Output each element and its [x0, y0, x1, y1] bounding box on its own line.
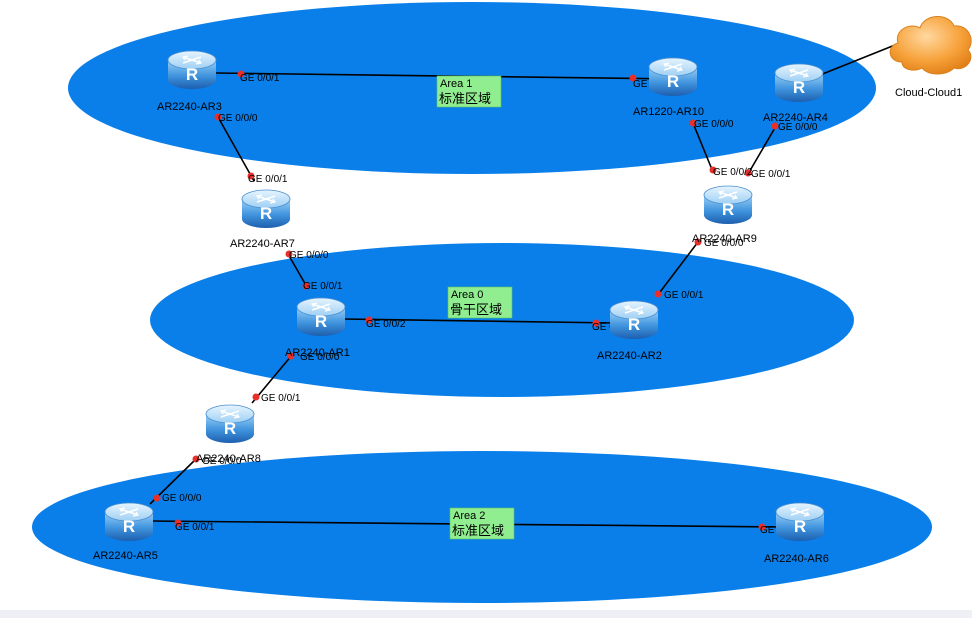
router-icon [775, 502, 825, 542]
area-subtitle: 骨干区域 [450, 302, 502, 317]
device-label: AR2240-AR5 [93, 550, 158, 562]
router-ar2[interactable]: AR2240-AR2 [597, 300, 662, 362]
port-dot [237, 70, 245, 78]
port-label: GE 0/0/1 [664, 290, 704, 301]
device-label: AR2240-AR9 [692, 233, 757, 245]
canvas-bottom-edge [0, 610, 972, 618]
port-label: GE 0/0/1 [261, 393, 301, 404]
router-ar3[interactable]: AR2240-AR3 [157, 50, 222, 113]
port-dot [302, 282, 310, 290]
router-icon [703, 185, 753, 225]
device-label: Cloud-Cloud1 [895, 87, 962, 99]
port-dot [694, 238, 702, 246]
area0-label: Area 0 骨干区域 [447, 286, 513, 319]
device-label: AR2240-AR2 [597, 350, 662, 362]
port-dot [744, 169, 752, 177]
device-label: AR2240-AR3 [157, 101, 222, 113]
router-ar7[interactable]: AR2240-AR7 [230, 189, 295, 250]
device-label: AR1220-AR10 [633, 106, 704, 118]
link-ar4-ar9[interactable] [747, 125, 777, 175]
port-dot [709, 166, 717, 174]
router-icon [241, 189, 291, 229]
port-dot [592, 319, 600, 327]
port-dots [153, 70, 779, 531]
port-dot [252, 393, 260, 401]
port-dot [654, 290, 662, 298]
router-ar9[interactable]: AR2240-AR9 [692, 185, 757, 245]
router-icon [167, 50, 217, 90]
cloud-icon [889, 16, 972, 75]
area-labels: Area 1 标准区域 Area 0 骨干区域 Area 2 标准区域 [436, 75, 515, 540]
port-label: GE 0/0/2 [713, 167, 753, 178]
router-icon [104, 502, 154, 542]
link-ar9-ar2[interactable] [656, 241, 699, 297]
port-dot [365, 316, 373, 324]
router-icon [774, 63, 824, 103]
port-dot [285, 250, 293, 258]
port-label: GE 0/0/0 [218, 113, 258, 124]
device-label: AR2240-AR1 [285, 347, 350, 359]
device-label: AR2240-AR8 [196, 453, 261, 465]
cloud-cloud1[interactable]: Cloud-Cloud1 [889, 16, 972, 99]
area-subtitle: 标准区域 [452, 523, 504, 538]
port-dot [174, 519, 182, 527]
router-icon [648, 57, 698, 97]
port-dot [153, 494, 161, 502]
port-label: GE 0/0/1 [240, 73, 280, 84]
port-label: GE 0/0/0 [202, 456, 242, 467]
area0-ellipse [150, 243, 854, 397]
port-label: GE 0/0/0 [289, 250, 329, 261]
device-label: AR2240-AR4 [763, 112, 828, 124]
router-ar10[interactable]: AR1220-AR10 [633, 57, 704, 118]
port-dot [758, 523, 766, 531]
link-ar4-cloud1[interactable] [819, 42, 901, 76]
device-label: AR2240-AR7 [230, 238, 295, 250]
area-title: Area 1 [440, 78, 472, 90]
port-dot [629, 74, 637, 82]
link-ar1-ar2[interactable] [342, 318, 618, 324]
link-ar10-ar9[interactable] [692, 122, 714, 173]
port-label: GE 0/0/1 [175, 522, 215, 533]
link-ar7-ar1[interactable] [287, 253, 308, 288]
port-dot [247, 172, 255, 180]
port-label: GE 0/0/0 [300, 352, 340, 363]
port-dot [689, 119, 697, 127]
area1-label: Area 1 标准区域 [436, 75, 502, 108]
port-label: GE 0/0/1 [303, 281, 343, 292]
router-icon [296, 297, 346, 337]
area2-label: Area 2 标准区域 [449, 507, 515, 540]
area-subtitle: 标准区域 [439, 91, 491, 106]
router-ar1[interactable]: AR2240-AR1 [285, 297, 350, 359]
port-label: GE 0/0/1 [248, 174, 288, 185]
port-label: GE 0/0/0 [704, 238, 744, 249]
area-title: Area 2 [453, 510, 485, 522]
port-dot [771, 122, 779, 130]
port-label: GE 0/0/1 [751, 169, 791, 180]
port-dot [214, 113, 222, 121]
device-label: AR2240-AR6 [764, 553, 829, 565]
port-dot [192, 455, 200, 463]
port-dot [287, 352, 295, 360]
router-ar5[interactable]: AR2240-AR5 [93, 502, 158, 562]
port-label: GE 0/0/0 [694, 119, 734, 130]
router-ar8[interactable]: AR2240-AR8 [196, 404, 261, 465]
router-icon [609, 300, 659, 340]
ospf-areas [32, 2, 932, 603]
router-ar6[interactable]: AR2240-AR6 [764, 502, 829, 565]
port-label: GE 0/0/2 [366, 319, 406, 330]
router-icon [205, 404, 255, 444]
devices: AR2240-AR3 AR1220-AR10 AR2240-AR4 AR2240… [93, 16, 972, 565]
port-label: GE 0/0/0 [162, 493, 202, 504]
router-ar4[interactable]: AR2240-AR4 [763, 63, 828, 124]
link-ar3-ar7[interactable] [217, 116, 255, 182]
area-title: Area 0 [451, 289, 483, 301]
port-label: GE 0/0/0 [778, 122, 818, 133]
